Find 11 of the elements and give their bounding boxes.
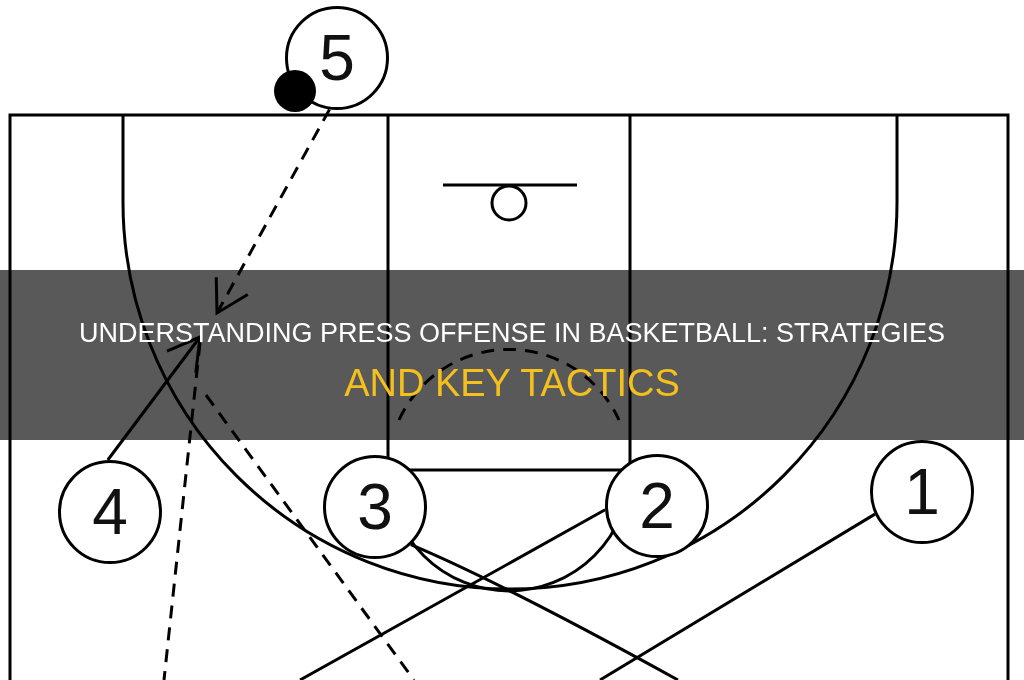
player-circle: 2 bbox=[605, 454, 709, 558]
player-circle: 4 bbox=[58, 460, 162, 564]
player-circle: 5 bbox=[285, 6, 389, 110]
ball-icon bbox=[274, 70, 316, 112]
cut-arrow bbox=[106, 335, 202, 461]
cut-line bbox=[299, 508, 606, 680]
cut-line bbox=[410, 543, 679, 680]
player-circle: 1 bbox=[870, 440, 974, 544]
cut-line bbox=[599, 512, 876, 680]
player-circle: 3 bbox=[323, 455, 427, 559]
pass-arrow bbox=[214, 108, 331, 315]
